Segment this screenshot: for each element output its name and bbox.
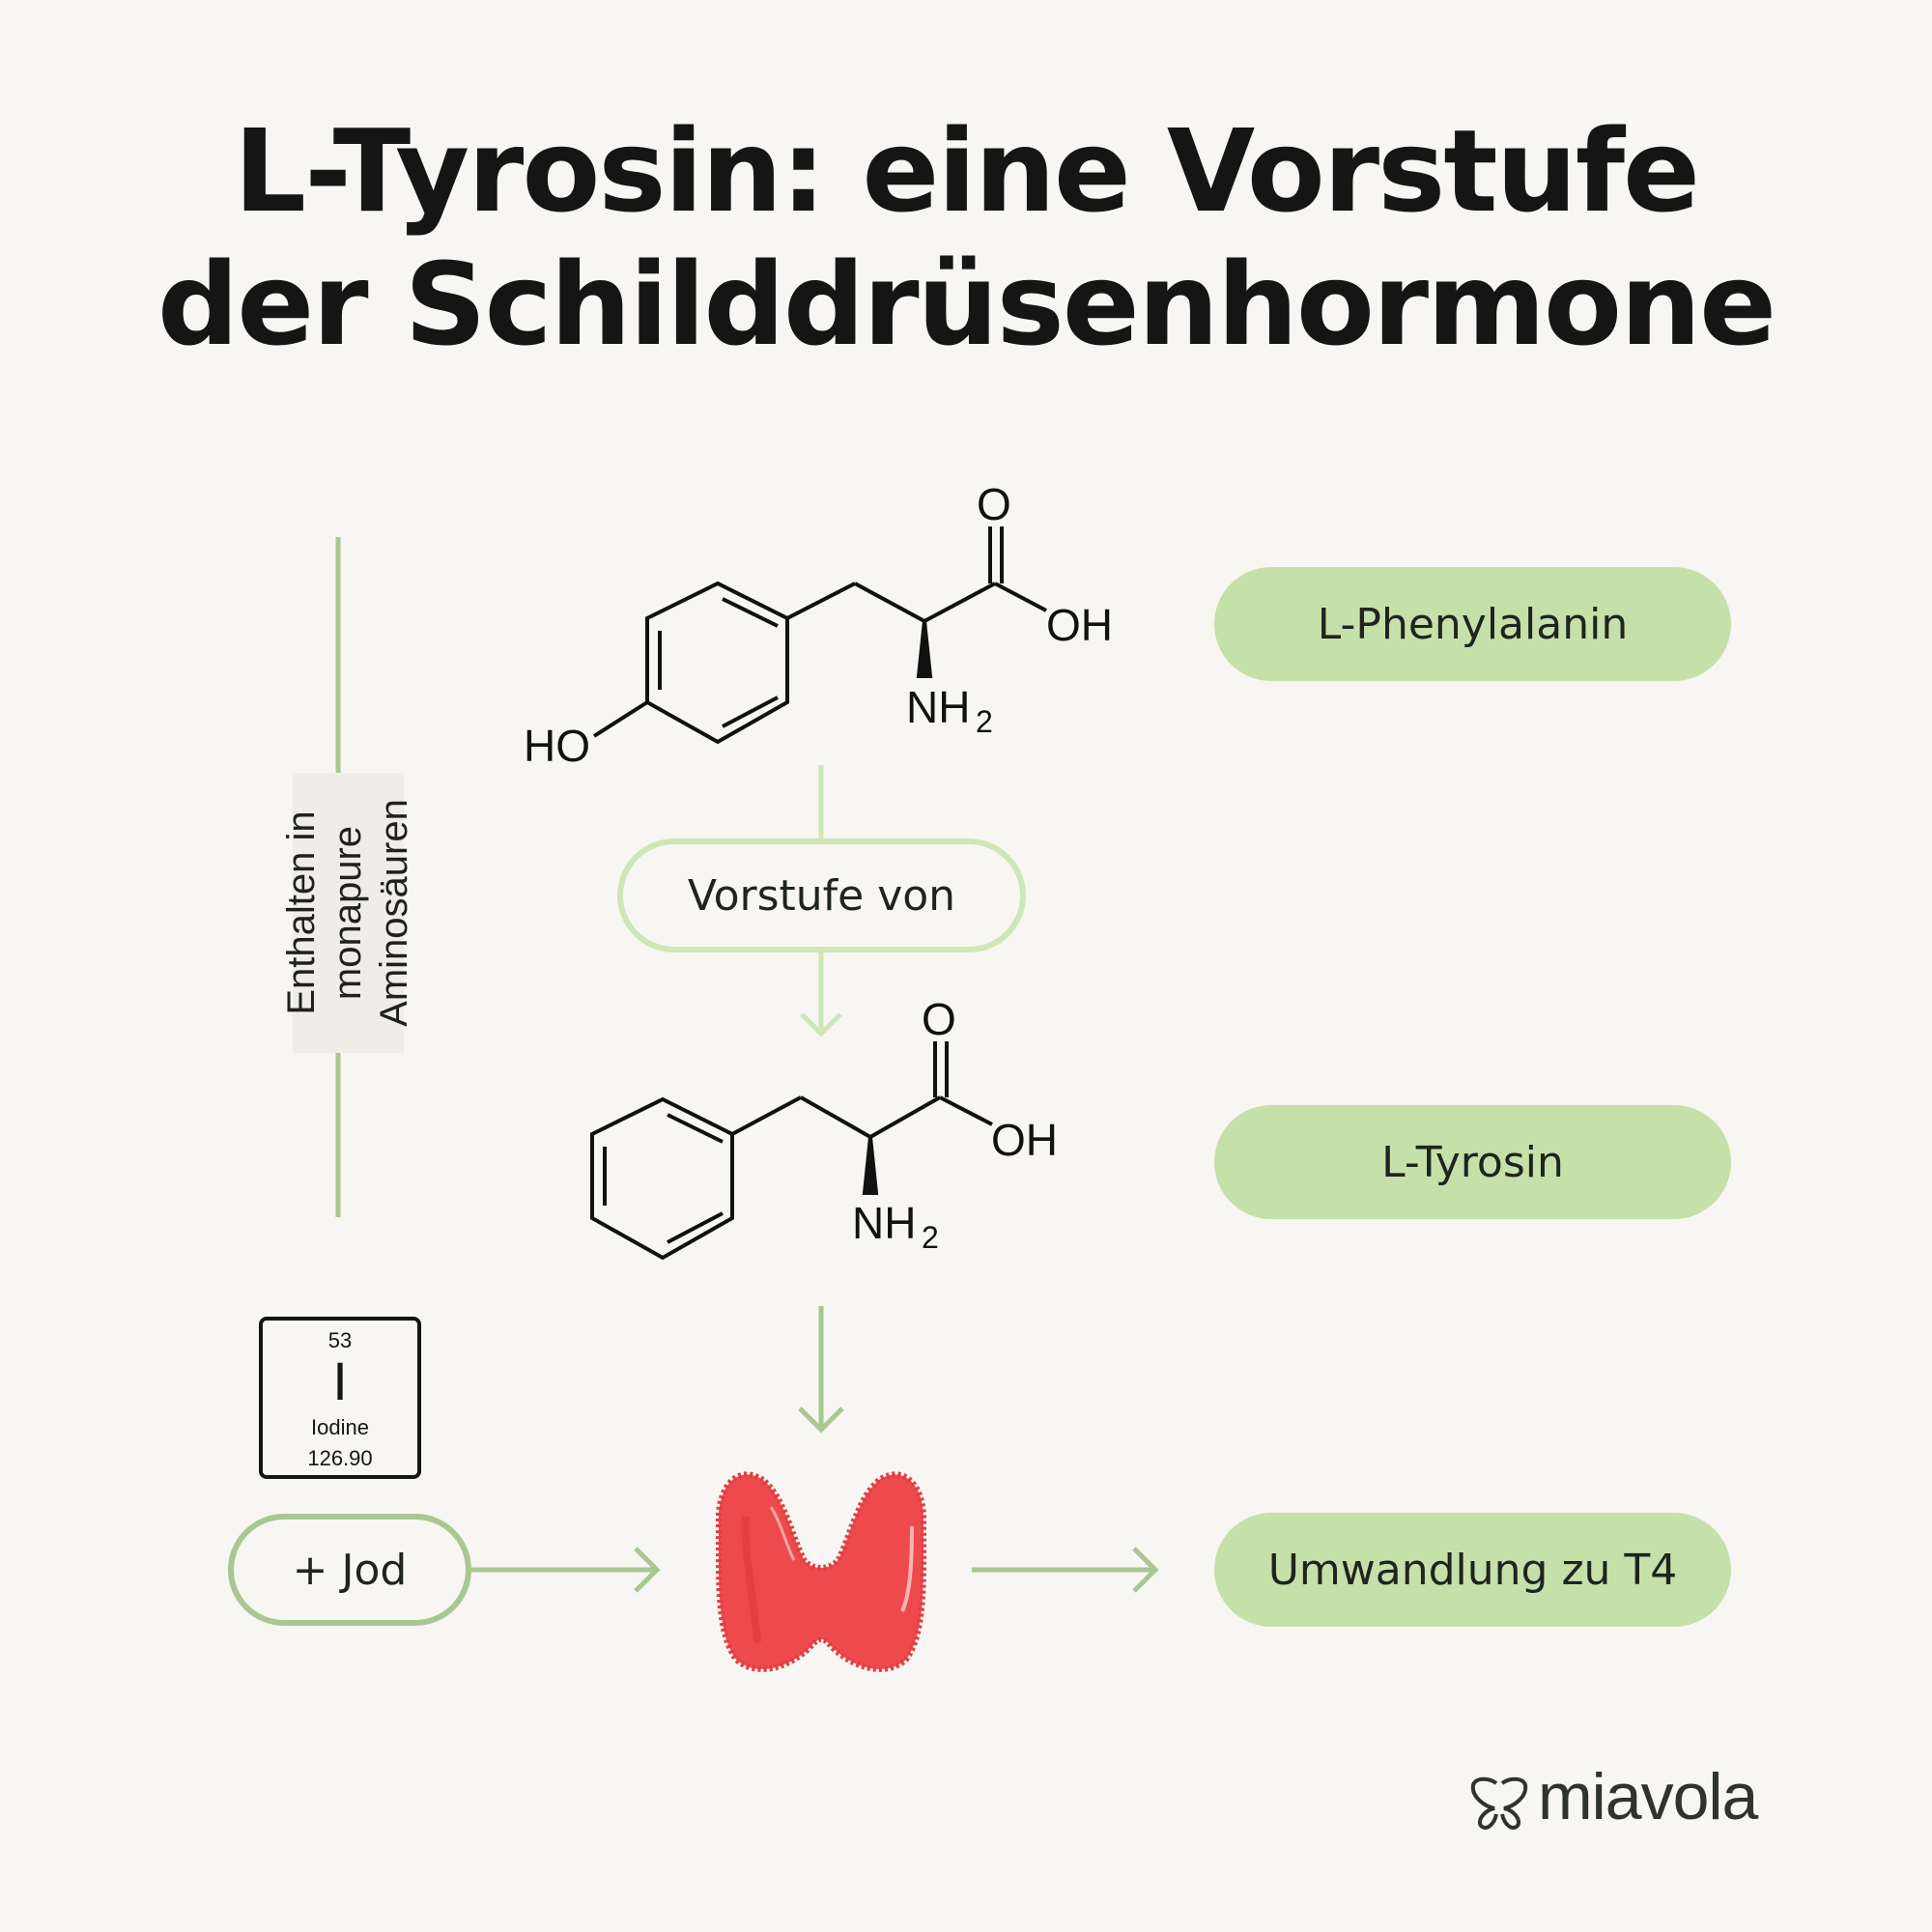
side-label-line-3: Aminosäuren — [373, 799, 415, 1027]
page-title: L-Tyrosin: eine Vorstufe der Schilddrüse… — [0, 104, 1932, 371]
arrow-jod-to-thyroid — [471, 1547, 661, 1593]
molecule-top-structure — [592, 526, 1047, 745]
side-label-text: Enthalten in monapure Aminosäuren — [278, 773, 417, 1053]
brand: miavola — [1468, 1758, 1777, 1835]
top-nh-sub: 2 — [976, 704, 993, 739]
pill-umwandlung: Umwandlung zu T4 — [1214, 1513, 1731, 1627]
arrow-thyroid-to-t4 — [972, 1547, 1159, 1593]
top-ho-label: HO — [524, 721, 590, 771]
bottom-o-label: O — [922, 994, 956, 1044]
molecule-bottom-atoms: O OH NH 2 — [852, 994, 1058, 1255]
pill-tyrosin: L-Tyrosin — [1214, 1105, 1731, 1219]
pill-jod: + Jod — [228, 1514, 471, 1626]
arrow-vorstufe-down — [800, 952, 842, 1037]
bottom-oh-label: OH — [991, 1115, 1058, 1165]
top-nh-label: NH — [906, 682, 970, 732]
molecule-top-atoms: HO O OH NH 2 — [524, 479, 1113, 771]
molecule-bottom-structure — [590, 1041, 993, 1261]
element-number: 53 — [327, 1328, 353, 1352]
top-oh-label: OH — [1046, 600, 1113, 650]
side-label-line-2: monapure — [327, 825, 369, 1001]
brand-name: miavola — [1538, 1760, 1758, 1833]
element-symbol: I — [332, 1350, 348, 1411]
element-name: Iodine — [311, 1415, 369, 1439]
element-mass: 126.90 — [307, 1446, 373, 1470]
side-label-box: Enthalten in monapure Aminosäuren — [280, 773, 415, 1053]
bottom-nh-sub: 2 — [922, 1220, 939, 1255]
iodine-element-card: 53 I Iodine 126.90 — [259, 1317, 421, 1479]
top-o-label: O — [977, 479, 1011, 529]
title-line-1: L-Tyrosin: eine Vorstufe — [233, 104, 1700, 238]
pill-vorstufe: Vorstufe von — [617, 838, 1026, 952]
title-line-2: der Schilddrüsenhormone — [156, 238, 1776, 371]
thyroid-icon — [715, 1471, 927, 1672]
pill-phenylalanin: L-Phenylalanin — [1214, 567, 1731, 681]
bottom-nh-label: NH — [852, 1198, 916, 1248]
side-label-line-1: Enthalten in — [280, 810, 323, 1015]
arrow-to-thyroid — [798, 1306, 844, 1434]
butterfly-logo-icon — [1470, 1776, 1528, 1831]
